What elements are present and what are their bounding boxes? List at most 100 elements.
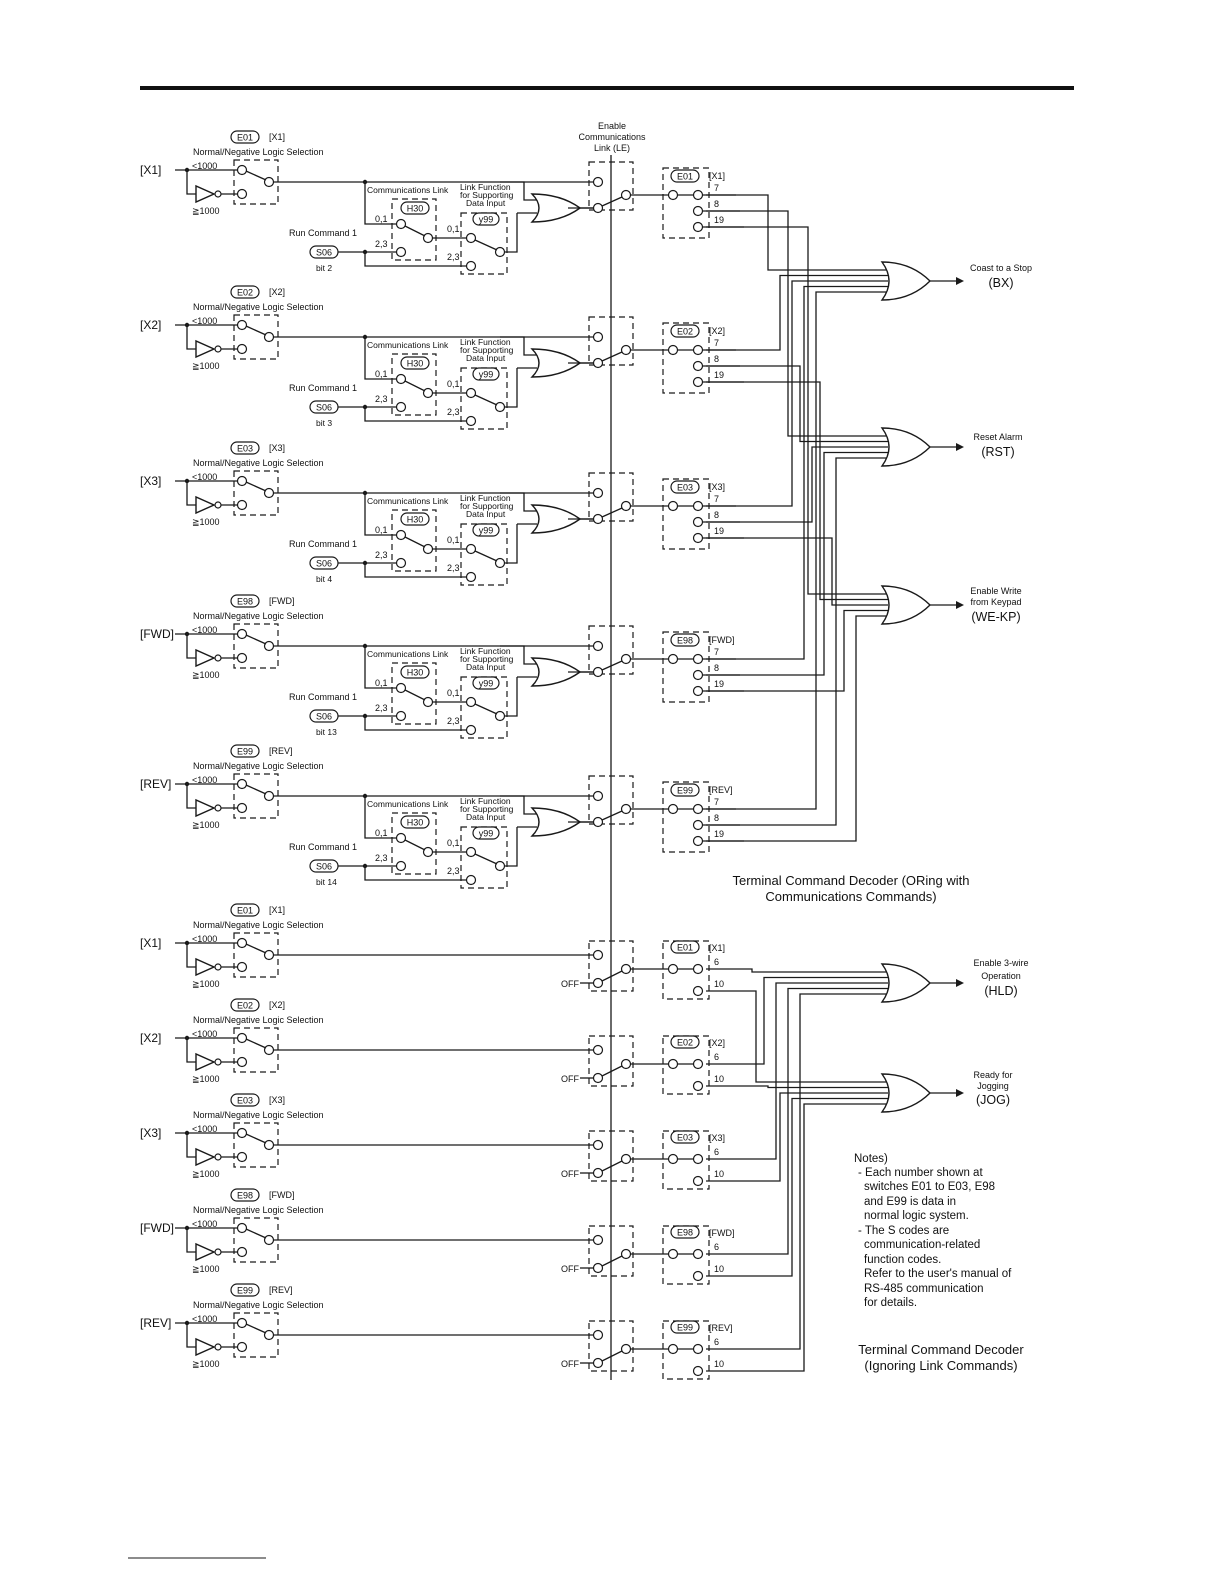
le-contact-a	[592, 1234, 604, 1246]
decoder-wire	[706, 1103, 888, 1372]
comm-link-label: Communications Link	[367, 649, 449, 659]
contact-common	[263, 949, 275, 961]
pos01-label: 0,1	[375, 214, 388, 224]
selector-tag: [X2]	[709, 1038, 725, 1048]
selector-value: 19	[714, 526, 724, 536]
sel-7	[692, 189, 704, 201]
run-cmd-bypass	[364, 407, 467, 422]
selector-code-box	[670, 1035, 700, 1049]
or-in-a	[500, 181, 537, 201]
selector-value: 6	[714, 1337, 719, 1347]
decoder1-line1: Terminal Command Decoder (ORing with	[733, 873, 970, 888]
terminal-label: [REV]	[140, 1316, 171, 1330]
sel-8	[692, 205, 704, 217]
ge1000-label: ≧1000	[192, 361, 220, 371]
decoder-wire	[706, 1085, 888, 1089]
comm-link-label: Communications Link	[367, 799, 449, 809]
sel-6	[692, 1058, 704, 1070]
off-label: OFF	[561, 1264, 579, 1274]
pos23-label: 2,3	[375, 550, 388, 560]
decoder-wiring	[706, 194, 888, 1372]
bit-label: bit 2	[316, 263, 332, 273]
run-command-label: Run Command 1	[289, 539, 357, 549]
notes-line: Notes)	[854, 1153, 888, 1165]
comm-wire	[364, 182, 396, 225]
function-tag: [X1]	[269, 132, 285, 142]
selector-code: E99	[677, 786, 693, 796]
h30-code: H30	[407, 818, 424, 828]
selector-value: 7	[714, 494, 719, 504]
selector-code: E99	[677, 1323, 693, 1333]
pos01-label: 0,1	[375, 828, 388, 838]
y99-contact-a	[465, 696, 477, 708]
output-label: Enable 3-wire	[973, 958, 1028, 968]
output-label: from Keypad	[970, 597, 1021, 607]
sel-7	[692, 344, 704, 356]
terminal-label: [X3]	[140, 474, 161, 488]
terminal-label: [X2]	[140, 1031, 161, 1045]
switch-arm	[245, 1133, 267, 1144]
h30-contact-b	[395, 710, 407, 722]
function-code-box	[230, 130, 260, 144]
function-tag: [REV]	[269, 1285, 293, 1295]
link-func-3: Data Input	[466, 509, 506, 519]
output-label: Operation	[981, 971, 1021, 981]
run-cmd-bypass	[364, 563, 467, 578]
contact-a	[236, 1222, 248, 1234]
output-arrow	[956, 277, 964, 285]
selector-value: 6	[714, 1147, 719, 1157]
selector-frame	[662, 631, 710, 703]
run-command-label: Run Command 1	[289, 228, 357, 238]
function-code: E02	[237, 288, 253, 298]
inverter-gate	[195, 1052, 216, 1072]
decoder-wire	[706, 457, 888, 826]
le-contact-a	[592, 331, 604, 343]
h30-contact-common	[422, 696, 434, 708]
y99-arm	[474, 703, 498, 715]
pos01-label: 0,1	[375, 525, 388, 535]
selector-value: 8	[714, 813, 719, 823]
output-arrow	[956, 1089, 964, 1097]
contact-common	[263, 487, 275, 499]
s06-code: S06	[316, 403, 332, 413]
lt1000-label: <1000	[192, 1124, 217, 1134]
selector-value: 19	[714, 370, 724, 380]
lower-row-0: [X1]E01[X1]Normal/Negative Logic Selecti…	[140, 903, 725, 1000]
link-func-3: Data Input	[466, 662, 506, 672]
le-switch-frame	[588, 625, 634, 675]
y99-contact-a	[465, 232, 477, 244]
link-func-1: Link Function	[460, 337, 511, 347]
off-label: OFF	[561, 979, 579, 989]
sel-common	[667, 803, 679, 815]
comm-link-label: Communications Link	[367, 496, 449, 506]
switch-arm	[245, 1038, 267, 1049]
decoder-wire	[706, 194, 888, 271]
y99-contact-common	[494, 401, 506, 413]
comm-wire	[364, 646, 396, 689]
sel-10	[692, 1080, 704, 1092]
comm-switch-frame	[391, 509, 437, 572]
contact-b	[236, 1056, 248, 1068]
selector-value: 19	[714, 829, 724, 839]
le-arm	[601, 196, 623, 207]
terminal-label: [REV]	[140, 777, 171, 791]
sel-common	[667, 653, 679, 665]
le-switch-frame	[588, 1035, 634, 1087]
decoder-wire	[706, 609, 888, 692]
le-contact-a	[592, 790, 604, 802]
selector-frame	[662, 781, 710, 853]
output-code: (HLD)	[984, 984, 1017, 998]
notes-line: normal logic system.	[864, 1210, 969, 1222]
function-code: E98	[237, 597, 253, 607]
lt1000-label: <1000	[192, 1219, 217, 1229]
selector-value: 7	[714, 183, 719, 193]
logic-selection-label: Normal/Negative Logic Selection	[193, 458, 324, 468]
lower-row-4: [REV]E99[REV]Normal/Negative Logic Selec…	[140, 1283, 733, 1380]
contact-b	[236, 961, 248, 973]
contact-a	[236, 778, 248, 790]
link-func-2: for Supporting	[460, 190, 514, 200]
notes-line: switches E01 to E03, E98	[864, 1181, 995, 1193]
upper-row-3: [FWD]E98[FWD]Normal/Negative Logic Selec…	[140, 594, 744, 739]
h30-arm	[404, 380, 426, 392]
function-tag: [X3]	[269, 443, 285, 453]
